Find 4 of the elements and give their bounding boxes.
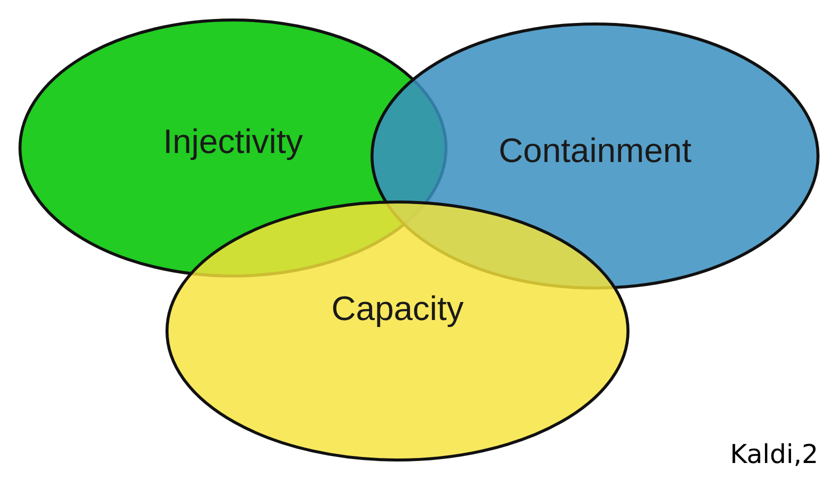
citation-note: Kaldi,2 xyxy=(730,440,818,470)
circle-label: Containment xyxy=(498,132,692,171)
circle-label: Injectivity xyxy=(162,123,304,162)
circle-label: Capacity xyxy=(330,290,465,329)
